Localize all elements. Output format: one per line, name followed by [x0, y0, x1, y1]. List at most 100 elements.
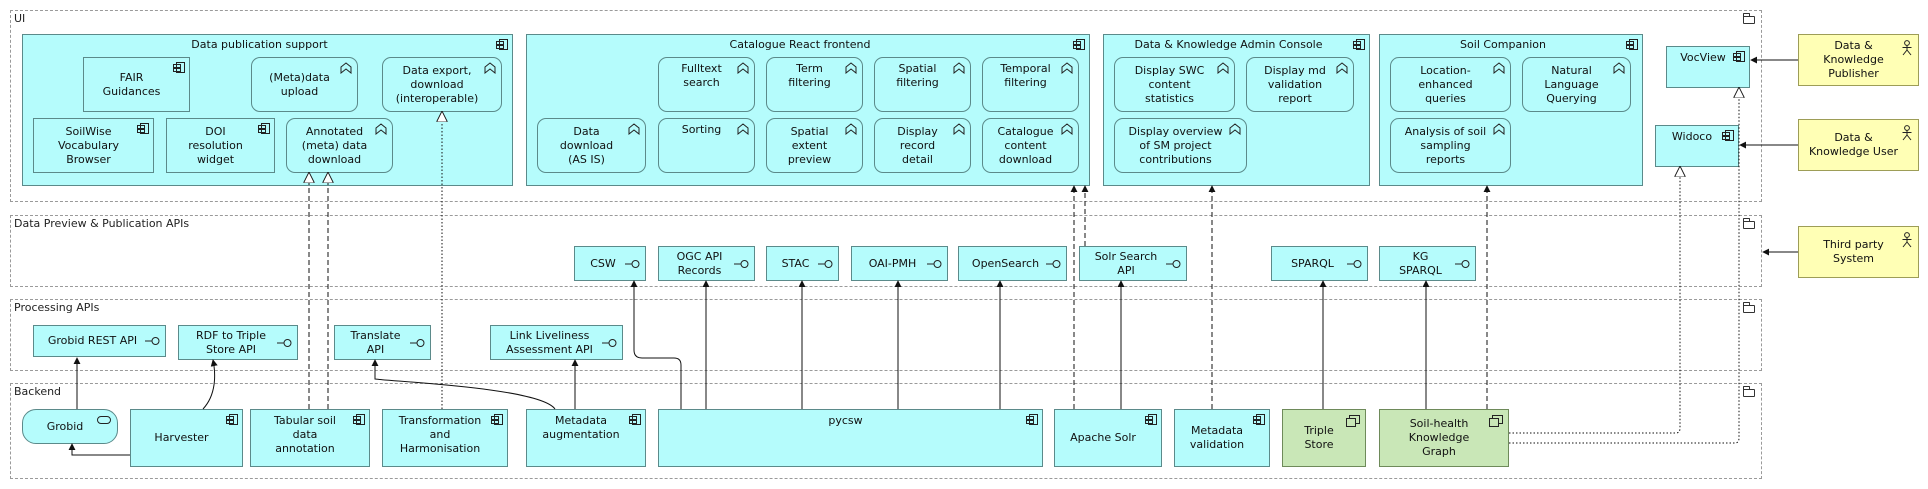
- kg-sparql-interface[interactable]: KG SPARQL: [1379, 246, 1476, 281]
- folder-icon: [1743, 302, 1755, 313]
- ogc-api-records-interface[interactable]: OGC API Records: [658, 246, 755, 281]
- solr-search-api-interface[interactable]: Solr Search API: [1079, 246, 1187, 281]
- function-icon: [953, 123, 965, 135]
- fair-guidances[interactable]: FAIR Guidances: [83, 57, 190, 112]
- group-title: Catalogue React frontend: [729, 38, 871, 51]
- interface-icon: [1046, 259, 1061, 268]
- actor-icon: [1902, 232, 1912, 248]
- folder-icon: [1743, 218, 1755, 229]
- grobid-rest-api-interface[interactable]: Grobid REST API: [33, 325, 166, 357]
- edge-harvester-to-grobid: [68, 443, 130, 456]
- actor-data-knowledge-publisher[interactable]: Data & Knowledge Publisher: [1798, 34, 1919, 86]
- display-sm-project-contributions[interactable]: Display overview of SM project contribut…: [1114, 118, 1247, 173]
- component-icon: [1253, 414, 1265, 425]
- function-icon: [375, 123, 387, 135]
- interface-icon: [145, 337, 160, 345]
- translate-api-interface[interactable]: Translate API: [334, 325, 431, 360]
- component-icon: [226, 414, 238, 425]
- display-swc-content-statistics[interactable]: Display SWC content statistics: [1114, 57, 1235, 112]
- opensearch-interface[interactable]: OpenSearch: [958, 246, 1067, 281]
- interface-icon: [734, 259, 749, 268]
- analysis-of-soil-sampling-reports[interactable]: Analysis of soil sampling reports: [1390, 118, 1511, 173]
- widoco[interactable]: Widoco: [1655, 125, 1739, 167]
- component-icon: [1026, 414, 1038, 425]
- sparql-interface[interactable]: SPARQL: [1271, 246, 1368, 281]
- folder-icon: [1743, 386, 1755, 397]
- function-icon: [1217, 62, 1229, 74]
- edge-kg-to-vocview: [1509, 88, 1739, 444]
- function-icon: [845, 62, 857, 74]
- function-icon: [845, 123, 857, 135]
- harvester[interactable]: Harvester: [130, 409, 243, 467]
- vocview[interactable]: VocView: [1666, 46, 1750, 88]
- function-icon: [1061, 62, 1073, 74]
- metadata-augmentation[interactable]: Metadata augmentation: [526, 409, 646, 467]
- soilwise-vocabulary-browser[interactable]: SoilWise Vocabulary Browser: [33, 118, 154, 173]
- actor-data-knowledge-user[interactable]: Data & Knowledge User: [1798, 119, 1919, 171]
- artifact-icon: [1489, 415, 1503, 427]
- natural-language-querying[interactable]: Natural Language Querying: [1522, 57, 1631, 112]
- artifact-icon: [1346, 415, 1360, 427]
- tabular-soil-data-annotation[interactable]: Tabular soil data annotation: [250, 409, 370, 467]
- apache-solr[interactable]: Apache Solr: [1054, 409, 1162, 467]
- annotated-meta-data-download[interactable]: Annotated (meta) data download: [286, 118, 393, 173]
- function-icon: [1061, 123, 1073, 135]
- transformation-and-harmonisation[interactable]: Transformation and Harmonisation: [382, 409, 508, 467]
- service-icon: [97, 416, 111, 424]
- rdf-to-triple-store-api-interface[interactable]: RDF to Triple Store API: [178, 325, 298, 360]
- function-icon: [953, 62, 965, 74]
- folder-icon: [1743, 13, 1755, 24]
- component-icon: [137, 123, 149, 134]
- link-liveliness-assessment-api-interface[interactable]: Link Liveliness Assessment API: [490, 325, 623, 360]
- function-icon: [1613, 62, 1625, 74]
- doi-resolution-widget[interactable]: DOI resolution widget: [166, 118, 275, 173]
- metadata-validation[interactable]: Metadata validation: [1174, 409, 1270, 467]
- component-icon: [1733, 51, 1745, 62]
- spatial-extent-preview[interactable]: Spatial extent preview: [766, 118, 863, 173]
- function-icon: [1493, 62, 1505, 74]
- layer-label-ui: UI: [14, 12, 26, 25]
- function-icon: [1493, 123, 1505, 135]
- catalogue-content-download[interactable]: Catalogue content download: [982, 118, 1079, 173]
- triple-store[interactable]: Triple Store: [1282, 409, 1366, 467]
- soil-health-knowledge-graph[interactable]: Soil-health Knowledge Graph: [1379, 409, 1509, 467]
- location-enhanced-queries[interactable]: Location- enhanced queries: [1390, 57, 1511, 112]
- function-icon: [484, 62, 496, 74]
- component-icon: [353, 414, 365, 425]
- component-icon: [1073, 39, 1085, 50]
- spatial-filtering[interactable]: Spatial filtering: [874, 57, 971, 112]
- meta-data-upload[interactable]: (Meta)data upload: [251, 57, 358, 112]
- component-icon: [496, 39, 508, 50]
- actor-icon: [1902, 40, 1912, 56]
- data-export-download[interactable]: Data export, download (interoperable): [382, 57, 502, 112]
- temporal-filtering[interactable]: Temporal filtering: [982, 57, 1079, 112]
- component-icon: [1353, 39, 1365, 50]
- edge-harvester-to-rdf-api: [202, 359, 218, 410]
- edge-kg-to-widoco: [1509, 167, 1680, 434]
- component-icon: [1722, 130, 1734, 141]
- interface-icon: [927, 259, 942, 268]
- display-md-validation-report[interactable]: Display md validation report: [1246, 57, 1354, 112]
- group-title: Soil Companion: [1460, 38, 1546, 51]
- processing-layer: Processing APIs: [10, 299, 1762, 371]
- display-record-detail[interactable]: Display record detail: [874, 118, 971, 173]
- function-icon: [737, 123, 749, 135]
- actor-icon: [1902, 125, 1912, 141]
- sorting[interactable]: Sorting: [658, 118, 755, 173]
- component-icon: [173, 62, 185, 73]
- component-icon: [1145, 414, 1157, 425]
- function-icon: [628, 123, 640, 135]
- data-download-as-is[interactable]: Data download (AS IS): [537, 118, 646, 173]
- pycsw[interactable]: pycsw: [658, 409, 1043, 467]
- function-icon: [737, 62, 749, 74]
- interface-icon: [625, 259, 640, 268]
- layer-label-backend: Backend: [14, 385, 62, 398]
- interface-icon: [1347, 259, 1362, 268]
- function-icon: [1229, 123, 1241, 135]
- fulltext-search[interactable]: Fulltext search: [658, 57, 755, 112]
- csw-interface[interactable]: CSW: [574, 246, 646, 281]
- term-filtering[interactable]: Term filtering: [766, 57, 863, 112]
- actor-third-party-system[interactable]: Third party System: [1798, 226, 1919, 278]
- component-icon: [258, 123, 270, 134]
